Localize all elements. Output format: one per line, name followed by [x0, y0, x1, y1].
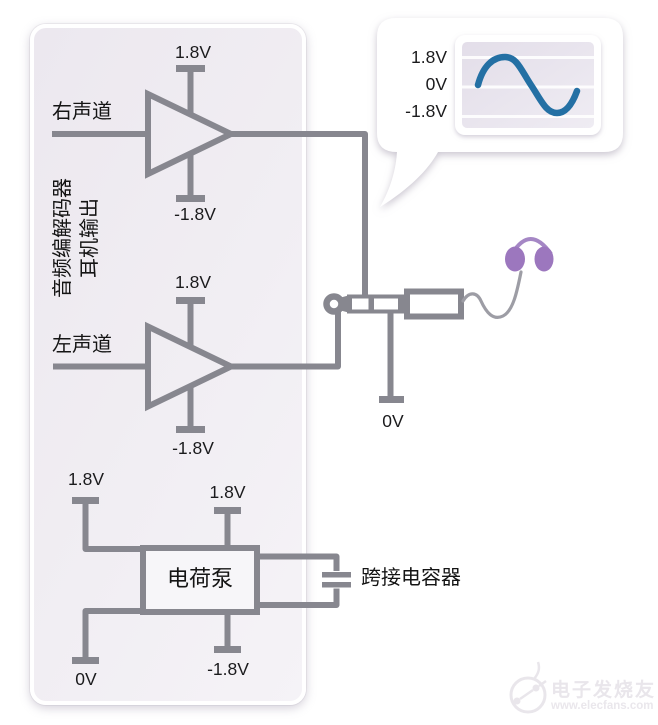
callout-level-mid-label: 0V [425, 74, 447, 94]
opamp-right-channel-icon [52, 65, 368, 298]
opamp-left-channel-icon [53, 297, 341, 433]
sine-wave-icon [474, 53, 581, 117]
opamp1-supply-top-label: 1.8V [175, 42, 211, 62]
watermark-site: www.elecfans.com [551, 700, 654, 712]
codec-vertical-label-line2: 耳机输出 [79, 198, 101, 278]
codec-vertical-label-line1: 音频编解码器 [52, 178, 74, 298]
right-channel-label: 右声道 [52, 101, 112, 123]
charge-pump-supply-top-label: 1.8V [209, 482, 246, 502]
callout-level-high-label: 1.8V [411, 47, 447, 67]
callout-level-low-label: -1.8V [405, 101, 447, 121]
jack-ground-label: 0V [382, 411, 404, 431]
capacitor-icon [322, 572, 351, 588]
speech-bubble [377, 18, 623, 207]
elecfans-logo-icon [509, 661, 547, 714]
headphones-icon [505, 237, 554, 272]
left-channel-label: 左声道 [52, 334, 112, 356]
waveform-screen [455, 35, 601, 135]
charge-pump-icon [72, 497, 340, 664]
charge-pump-supply-bottom-label: -1.8V [207, 659, 249, 679]
opamp2-supply-top-label: 1.8V [175, 272, 211, 292]
opamp2-supply-bottom-label: -1.8V [172, 438, 214, 458]
codec-vertical-label: 音频编解码器 耳机输出 [50, 172, 104, 304]
charge-pump-title: 电荷泵 [166, 566, 233, 591]
charge-pump-supply-left-label: 1.8V [68, 469, 104, 489]
flying-capacitor-label: 跨接电容器 [361, 567, 461, 589]
audio-jack-icon [323, 270, 523, 403]
charge-pump-ground-label: 0V [75, 669, 97, 689]
opamp1-supply-bottom-label: -1.8V [174, 204, 216, 224]
watermark-brand: 电子发烧友 [551, 680, 657, 701]
